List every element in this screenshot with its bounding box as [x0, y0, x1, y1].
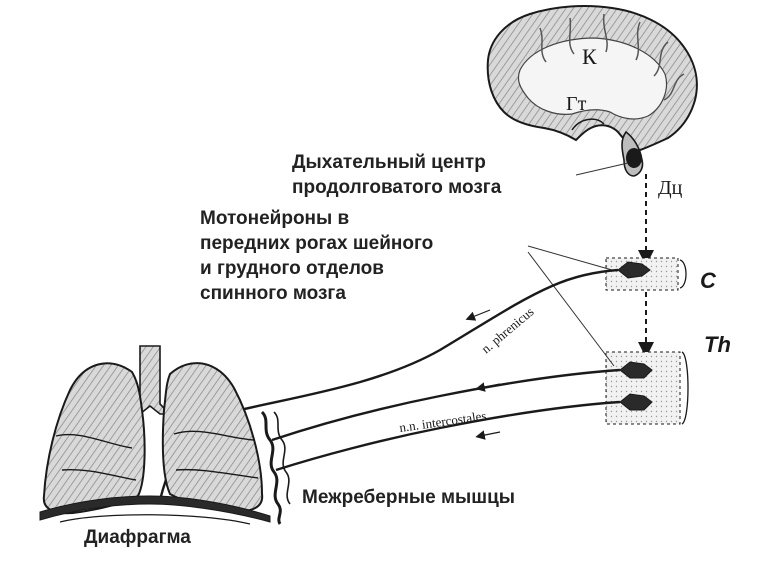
- motoneuron-thoracic-1: [619, 361, 653, 379]
- label-motoneurons: Мотонейроны в передних рогах шейного и г…: [200, 208, 434, 304]
- label-cervical: C: [700, 268, 717, 293]
- motoneuron-leader-thoracic: [527, 251, 615, 367]
- intercostal-arrow-lower: [475, 430, 501, 440]
- right-lung: [161, 362, 264, 513]
- motoneuron-cervical: [617, 261, 651, 279]
- intercostal-muscle-outline-2: [273, 411, 291, 505]
- lung-fissures: [55, 430, 259, 481]
- respiratory-center-leader: [575, 162, 629, 176]
- label-diaphragm: Диафрагма: [84, 527, 191, 548]
- thalamus-arc: [571, 118, 605, 131]
- intercostal-muscle-outline: [260, 410, 282, 525]
- label-respiratory-center: Дыхательный центр продолговатого мозга: [292, 152, 502, 198]
- intercostal-nerve-upper: [271, 368, 621, 442]
- intercostal-muscle-chain: [260, 410, 291, 525]
- label-intercostal-muscles: Межреберные мышцы: [302, 487, 516, 508]
- cervical-bracket: [679, 259, 687, 289]
- label-medulla-code: Дц: [658, 177, 683, 199]
- label-cortex: К: [582, 44, 597, 69]
- medulla-center-dot: [626, 148, 642, 168]
- brain-gyri-lines: [539, 13, 685, 101]
- phrenic-nerve-arrow: [465, 309, 491, 321]
- label-intercostal-nerves: n.n. intercostales: [398, 408, 487, 435]
- intercostal-nerve-lower: [275, 400, 621, 472]
- lungs: [42, 345, 264, 515]
- motoneuron-leader-cervical: [527, 245, 613, 271]
- intercostal-arrow-upper: [475, 382, 501, 392]
- brain-inner-white-matter: [517, 37, 668, 120]
- spinal-thoracic-segment: [605, 351, 681, 425]
- diaphragm-shape: [39, 495, 271, 523]
- label-hypothalamus: Гт: [566, 93, 587, 115]
- diaphragm-under: [59, 514, 251, 525]
- thoracic-bracket: [681, 351, 689, 425]
- motoneuron-thoracic-2: [619, 393, 653, 411]
- label-thoracic: Th: [704, 332, 731, 357]
- brain: [486, 5, 698, 177]
- spinal-cord: [605, 257, 689, 425]
